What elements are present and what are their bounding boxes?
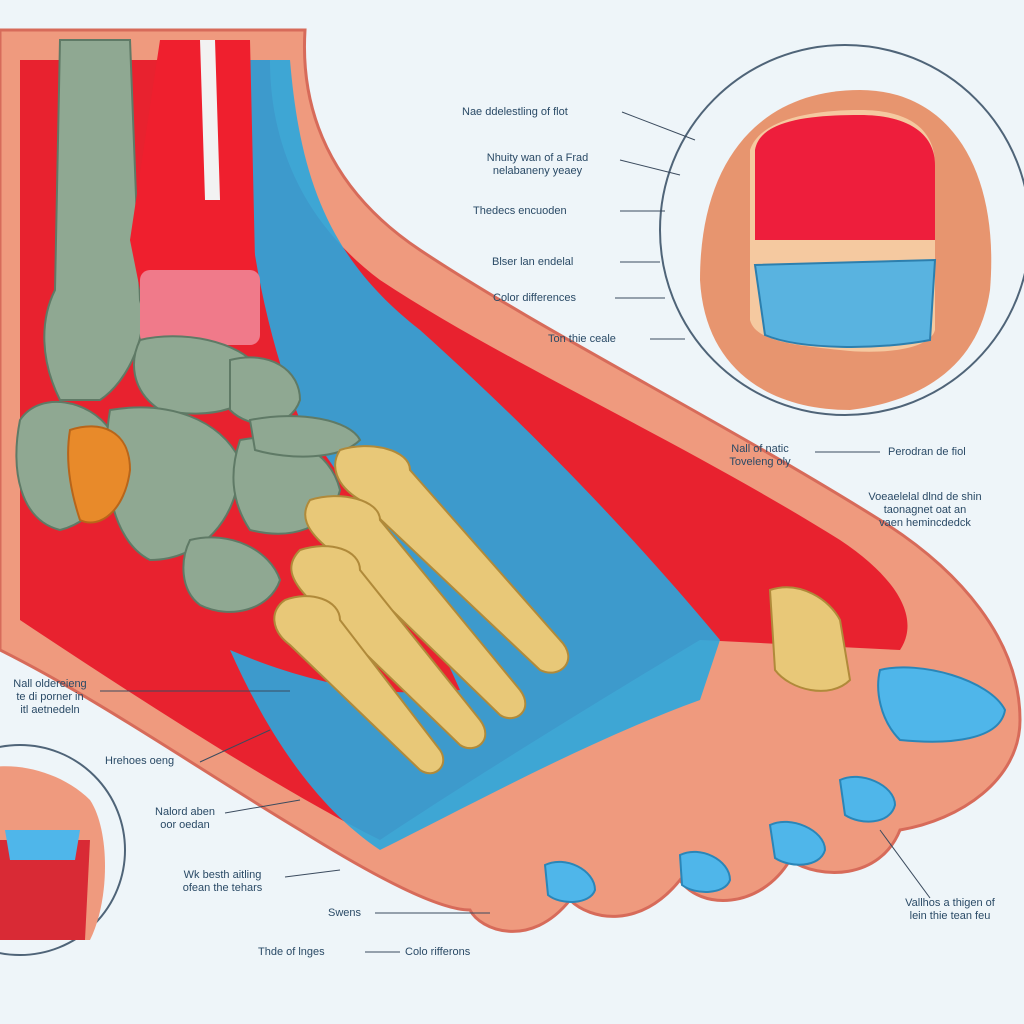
label-bottom-3: Colo rifferons: [405, 946, 471, 958]
navicular-bone: [67, 425, 132, 524]
label-top-4: Blser lan endelal: [492, 256, 574, 268]
leader-lines: [100, 111, 931, 953]
fat-tissue: [140, 270, 260, 345]
tendon-red: [130, 40, 260, 340]
big-toe-nail: [877, 666, 1007, 743]
label-mid-1-line-2: Toveleng oly: [729, 456, 791, 468]
label-mid-3-line-3: vaen hemincdedck: [879, 517, 971, 529]
label-left-3: Nalord aben oor oedan: [140, 806, 230, 832]
label-top-5: Color differences: [493, 292, 576, 304]
label-bottom-2: Thde of lnges: [258, 946, 325, 958]
toe-nails: [543, 666, 1007, 903]
second-toe-nail: [838, 775, 897, 823]
label-top-2-line-1: Nhuity wan of a Frad: [486, 152, 589, 164]
third-toe-nail: [768, 820, 827, 866]
label-left-4-line-1: Wk besth aitling: [183, 869, 262, 881]
label-left-4-line-2: ofean the tehars: [182, 882, 263, 894]
metatarsal-bones: [273, 445, 852, 775]
label-mid-3-line-1: Voeaelelal dlnd de shin: [868, 491, 982, 503]
label-mid-1-line-1: Nall of natic: [731, 443, 789, 455]
label-left-3-line-2: oor oedan: [160, 819, 210, 831]
label-top-2-line-2: nelabaneny yeaey: [492, 165, 583, 177]
label-right-bottom-line-1: Vallhos a thigen of: [905, 897, 995, 909]
fifth-toe-nail: [543, 860, 597, 903]
label-mid-3: Voeaelelal dlnd de shin taonagnet oat an…: [830, 491, 1020, 530]
tendon-white: [200, 40, 220, 200]
label-top-1: Nae ddelestling of flot: [462, 106, 568, 118]
nail-closeup-inset: [659, 44, 1024, 416]
label-left-1-line-3: itl aetnedeln: [20, 704, 80, 716]
label-right-bottom-line-2: lein thie tean feu: [909, 910, 991, 922]
label-top-2: Nhuity wan of a Frad nelabaneny yeaey: [455, 152, 620, 178]
label-right-bottom: Vallhos a thigen of lein thie tean feu: [880, 897, 1020, 923]
blood-vessel-band: [230, 60, 720, 850]
label-left-1: Nall oldereieng te di porner in itl aetn…: [0, 678, 100, 717]
label-bottom-1: Swens: [328, 907, 362, 919]
label-left-1-line-1: Nall oldereieng: [13, 678, 87, 690]
label-left-3-line-1: Nalord aben: [155, 806, 215, 818]
label-mid-2: Perodran de fiol: [888, 446, 966, 458]
label-left-1-line-2: te di porner in: [16, 691, 84, 703]
label-mid-1: Nall of natic Toveleng oly: [705, 443, 815, 469]
fourth-toe-nail: [678, 850, 732, 893]
label-left-2: Hrehoes oeng: [105, 755, 175, 767]
label-top-6: Ton thie ceale: [548, 333, 616, 345]
toes-closeup-inset: [0, 744, 126, 956]
tibia-bone: [43, 39, 144, 401]
label-left-4: Wk besth aitling ofean the tehars: [160, 869, 285, 895]
label-mid-3-line-2: taonagnet oat an: [883, 504, 967, 516]
label-top-3: Thedecs encuoden: [473, 205, 567, 217]
